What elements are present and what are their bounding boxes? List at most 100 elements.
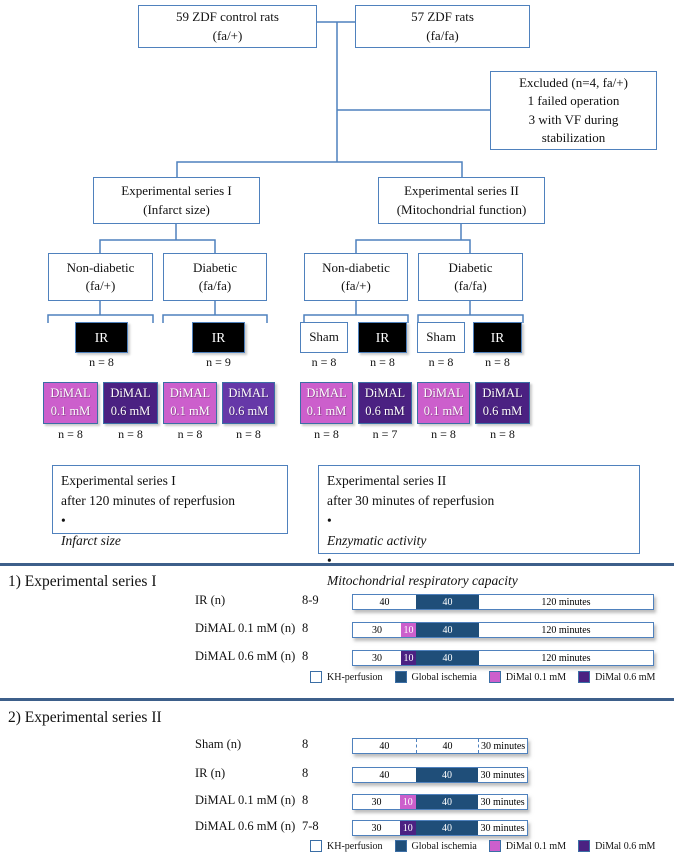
flow-box-dimal-8-line: DiMAL <box>482 386 523 401</box>
timeline-segment: 30 minutes <box>478 821 527 835</box>
legend-label: Global ischemia <box>411 840 477 852</box>
n-label: n = 8 <box>89 355 114 369</box>
flow-box-zdf-control-rats: 59 ZDF control rats(fa/+) <box>138 5 317 48</box>
timeline-segment: 30 <box>353 795 400 809</box>
flow-box-group-4-line: Diabetic <box>448 259 493 275</box>
legend-label: DiMal 0.1 mM <box>505 840 567 852</box>
legend-swatch-kh <box>310 671 322 683</box>
flow-box-zdf-rats-line: (fa/fa) <box>426 27 459 43</box>
flow-box-group-3: Non-diabetic(fa/+) <box>304 253 408 301</box>
flow-box-dimal-3: DiMAL 0.1 mM <box>163 382 217 424</box>
n-label: n = 7 <box>372 427 398 441</box>
legend: KH-perfusion Global ischemia DiMal 0.1 mM D… <box>310 840 655 852</box>
bullet-glyph: • <box>61 512 66 528</box>
timeline-row-n: 8 <box>302 621 309 635</box>
flow-box-group-2-line: Diabetic <box>192 259 238 275</box>
timeline-segment: 10 <box>399 821 416 835</box>
flow-box-dimal-3-line: 0.1 mM <box>170 404 210 418</box>
summary-text: Enzymatic activity <box>327 532 427 548</box>
flow-box-dimal-6-line: DiMAL <box>364 386 406 401</box>
legend-label: DiMal 0.6 mM <box>595 671 656 683</box>
flow-box-dimal-3-line: DiMAL <box>169 386 211 401</box>
legend-swatch-kh <box>310 840 322 852</box>
timeline-segment: 10 <box>399 795 416 809</box>
summary-text: Mitochondrial respiratory capacity <box>327 572 518 588</box>
legend-swatch-dimal01 <box>488 671 501 683</box>
n-label: n = 8 <box>370 355 395 369</box>
flow-box-ir-2-line: IR <box>211 329 226 345</box>
timeline-row-label: Sham (n) <box>195 737 242 751</box>
flow-box-ir-1: IR <box>75 322 128 353</box>
legend-item: DiMal 0.1 mM <box>488 671 566 683</box>
legend-swatch-dimal01 <box>488 840 501 852</box>
legend-item: Global ischemia <box>394 671 477 683</box>
legend-label: KH-perfusion <box>327 840 383 852</box>
section-divider <box>0 563 674 566</box>
timeline-segment: 40 <box>353 595 416 609</box>
flow-box-group-3-line: (fa/+) <box>341 278 371 293</box>
timeline-segment: 120 minutes <box>479 651 653 665</box>
timeline-row-label: IR (n) <box>195 593 226 607</box>
n-label: n = 8 <box>58 427 83 441</box>
bullet-glyph: • <box>327 552 332 568</box>
timeline-segment: 10 <box>401 651 416 665</box>
bullet-glyph: • <box>327 512 332 528</box>
flow-box-group-1-line: (fa/+) <box>85 278 116 293</box>
summary-text: Infarct size <box>61 532 121 548</box>
n-label: n = 8 <box>177 427 203 441</box>
flow-box-dimal-8: DiMAL 0.6 mM <box>475 382 530 424</box>
flow-box-dimal-7-line: 0.1 mM <box>423 404 464 418</box>
timeline-segment: 40 <box>353 768 416 782</box>
flow-box-ir-4-line: IR <box>375 329 390 345</box>
n-label: n = 8 <box>314 427 339 441</box>
legend-item: KH-perfusion <box>310 840 383 852</box>
summary-line: • Mitochondrial respiratory capacity <box>327 551 631 591</box>
section-divider <box>0 698 674 701</box>
flow-box-ir-4: IR <box>358 322 407 353</box>
flow-box-dimal-1-line: DiMAL <box>50 386 91 401</box>
flow-box-sham-3: Sham <box>300 322 348 353</box>
flow-box-group-1-line: Non-diabetic <box>66 259 135 275</box>
timeline-segment: 120 minutes <box>479 595 653 609</box>
summary-text: after 30 minutes of reperfusion <box>327 492 495 508</box>
timeline-segment: 40 <box>416 651 479 665</box>
timeline-row-n: 8 <box>302 737 309 751</box>
n-label: n = 8 <box>431 427 456 441</box>
flow-box-ir-6: IR <box>473 322 522 353</box>
legend: KH-perfusion Global ischemia DiMal 0.1 mM D… <box>310 671 655 683</box>
n-label: n = 8 <box>485 355 510 369</box>
legend-item: DiMal 0.6 mM <box>578 840 655 852</box>
flow-box-zdf-rats: 57 ZDF rats(fa/fa) <box>355 5 530 48</box>
flow-box-ir-1-line: IR <box>94 329 109 345</box>
legend-label: Global ischemia <box>411 671 477 683</box>
flow-box-series-2-line: Experimental series II <box>404 183 519 199</box>
flow-box-series-1: Experimental series I(Infarct size) <box>93 177 260 224</box>
section-1-heading: 1) Experimental series I <box>8 573 157 590</box>
legend-label: KH-perfusion <box>327 671 383 683</box>
summary-text: Experimental series I <box>61 473 176 488</box>
flow-box-series-1-line: Experimental series I <box>121 183 232 199</box>
flow-box-group-2: Diabetic(fa/fa) <box>163 253 267 301</box>
flow-box-dimal-2-line: 0.6 mM <box>110 404 151 418</box>
timeline-row-n: 8 <box>302 793 309 807</box>
flow-box-group-4: Diabetic(fa/fa) <box>418 253 523 301</box>
timeline-segment: 30 minutes <box>478 768 527 782</box>
legend-item: DiMal 0.6 mM <box>578 671 655 683</box>
n-label: n = 8 <box>428 355 454 369</box>
flow-box-sham-5-line: Sham <box>426 329 456 345</box>
timeline-row-n: 8 <box>302 649 309 663</box>
summary-line: Experimental series I <box>61 471 279 491</box>
n-label: n = 8 <box>118 427 143 441</box>
legend-swatch-dimal06 <box>578 840 591 852</box>
flow-box-dimal-8-line: 0.6 mM <box>482 404 523 418</box>
n-label: n = 8 <box>236 427 261 441</box>
